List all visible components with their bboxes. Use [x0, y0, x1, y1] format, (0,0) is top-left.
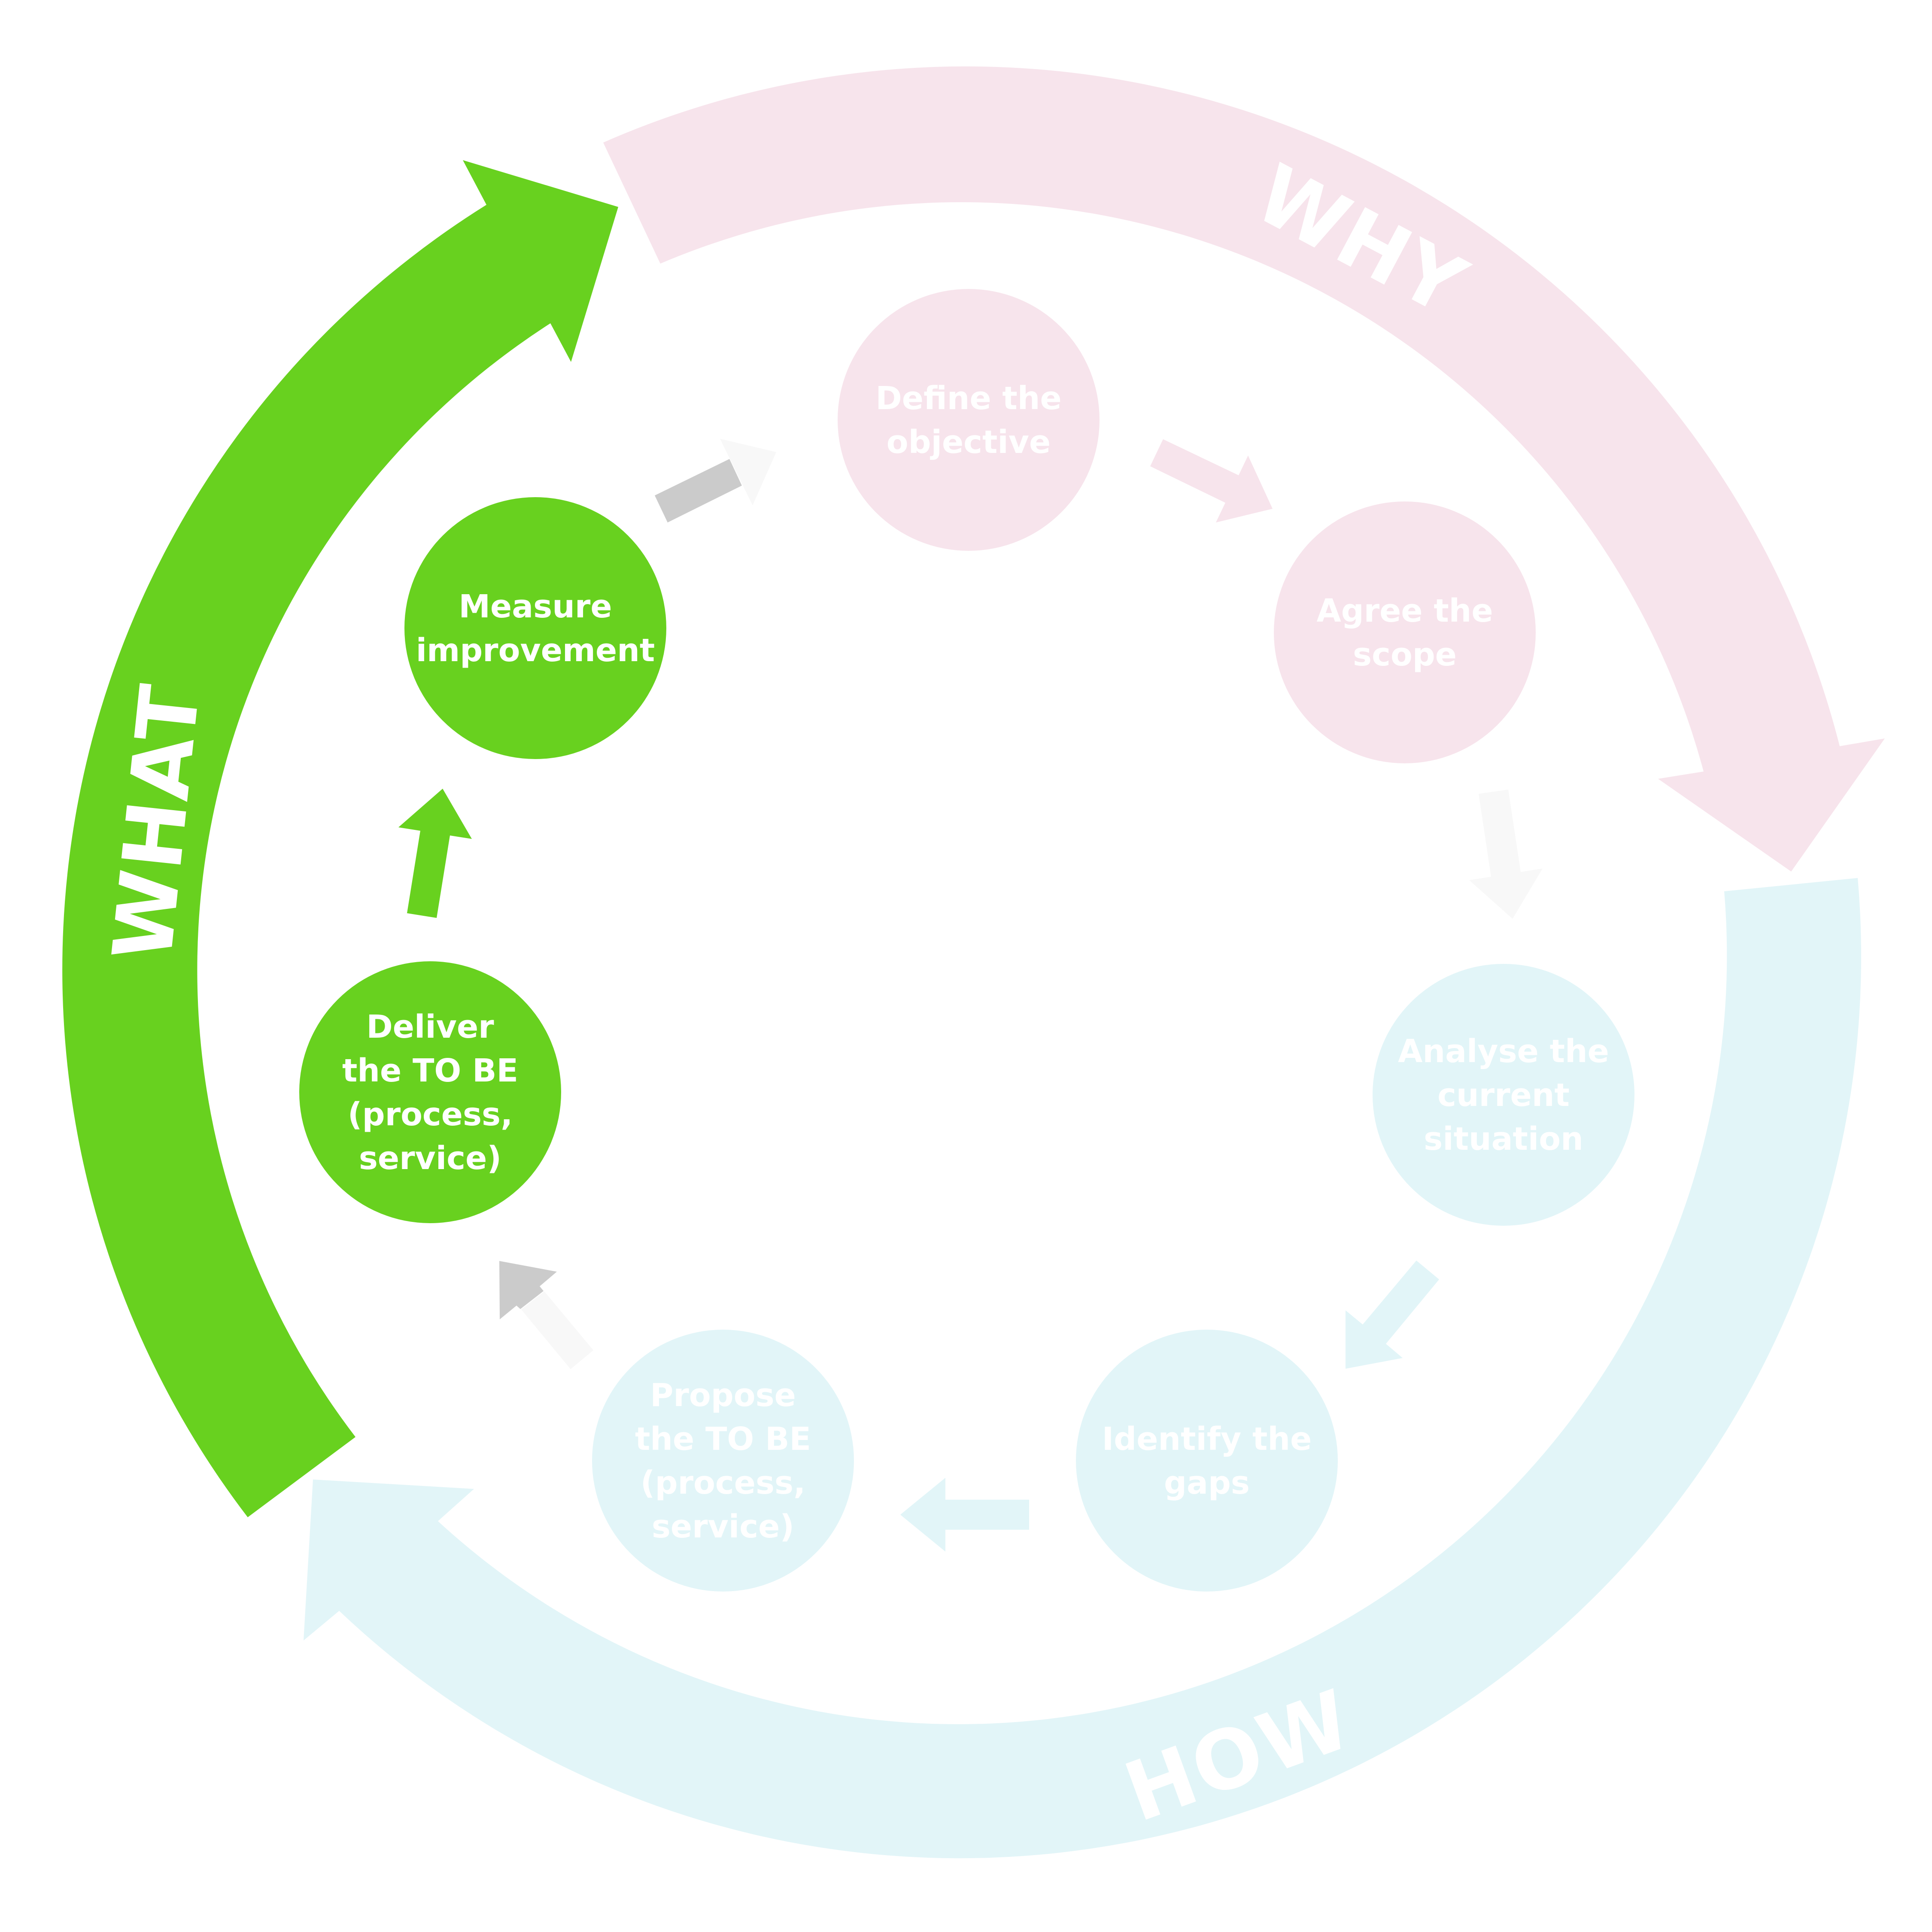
- connector-deliver-to-measure: [398, 789, 472, 918]
- node-define-objective: Define the objective: [838, 289, 1100, 551]
- node-label-line: Measure: [459, 588, 612, 625]
- node-circle: [1274, 501, 1536, 763]
- node-label-line: situation: [1424, 1121, 1583, 1157]
- connector-propose-to-deliver: [499, 1261, 593, 1369]
- node-label-line: Define the: [875, 380, 1061, 417]
- node-label-line: the TO BE: [342, 1052, 518, 1089]
- why-arc-arrow: [603, 66, 1885, 872]
- node-label-line: (process,: [348, 1096, 513, 1133]
- node-label-line: current: [1437, 1077, 1570, 1114]
- connector-head: [499, 1261, 557, 1319]
- node-label-line: improvement: [416, 632, 655, 669]
- node-label-line: scope: [1353, 636, 1457, 673]
- node-label-line: Identify the: [1102, 1421, 1312, 1458]
- node-label-line: Agree the: [1316, 592, 1493, 629]
- node-label-line: the TO BE: [635, 1421, 811, 1458]
- connector-shaft: [521, 1291, 593, 1369]
- connector-analyse-to-identify: [1346, 1261, 1439, 1369]
- band-how: HOW: [304, 878, 1862, 1859]
- node-circle: [1373, 964, 1634, 1226]
- node-label-line: Deliver: [366, 1009, 494, 1045]
- node-label-line: service): [359, 1140, 501, 1177]
- node-label-line: Analyse the: [1398, 1033, 1609, 1070]
- node-deliver-to-be: Deliver the TO BE (process, service): [299, 961, 561, 1223]
- node-agree-scope: Agree the scope: [1274, 501, 1536, 763]
- node-analyse-current-situation: Analyse the current situation: [1373, 964, 1634, 1226]
- node-label-line: Propose: [650, 1377, 796, 1414]
- band-what: WHAT: [62, 160, 618, 1517]
- node-label-line: (process,: [641, 1464, 805, 1501]
- node-measure-improvement: Measure improvement: [404, 497, 666, 759]
- node-circle: [404, 497, 666, 759]
- connector-shaft: [655, 459, 742, 522]
- connector-measure-to-define: [655, 439, 776, 522]
- node-propose-to-be: Propose the TO BE (process, service): [592, 1330, 854, 1592]
- node-label-line: service): [652, 1508, 794, 1545]
- connector-identify-to-propose: [900, 1478, 1029, 1552]
- connector-define-to-scope: [1150, 439, 1273, 522]
- node-circle: [592, 1330, 854, 1592]
- node-circle: [299, 961, 561, 1223]
- node-label-line: objective: [887, 424, 1051, 461]
- how-arc-arrow: [304, 878, 1862, 1859]
- node-identify-gaps: Identify the gaps: [1076, 1330, 1338, 1592]
- what-arc-arrow: [62, 160, 618, 1517]
- node-circle: [1076, 1330, 1338, 1592]
- node-circle: [838, 289, 1100, 551]
- connector-scope-to-analyse: [1469, 790, 1543, 919]
- connector-head: [720, 439, 776, 505]
- node-label-line: gaps: [1164, 1464, 1250, 1501]
